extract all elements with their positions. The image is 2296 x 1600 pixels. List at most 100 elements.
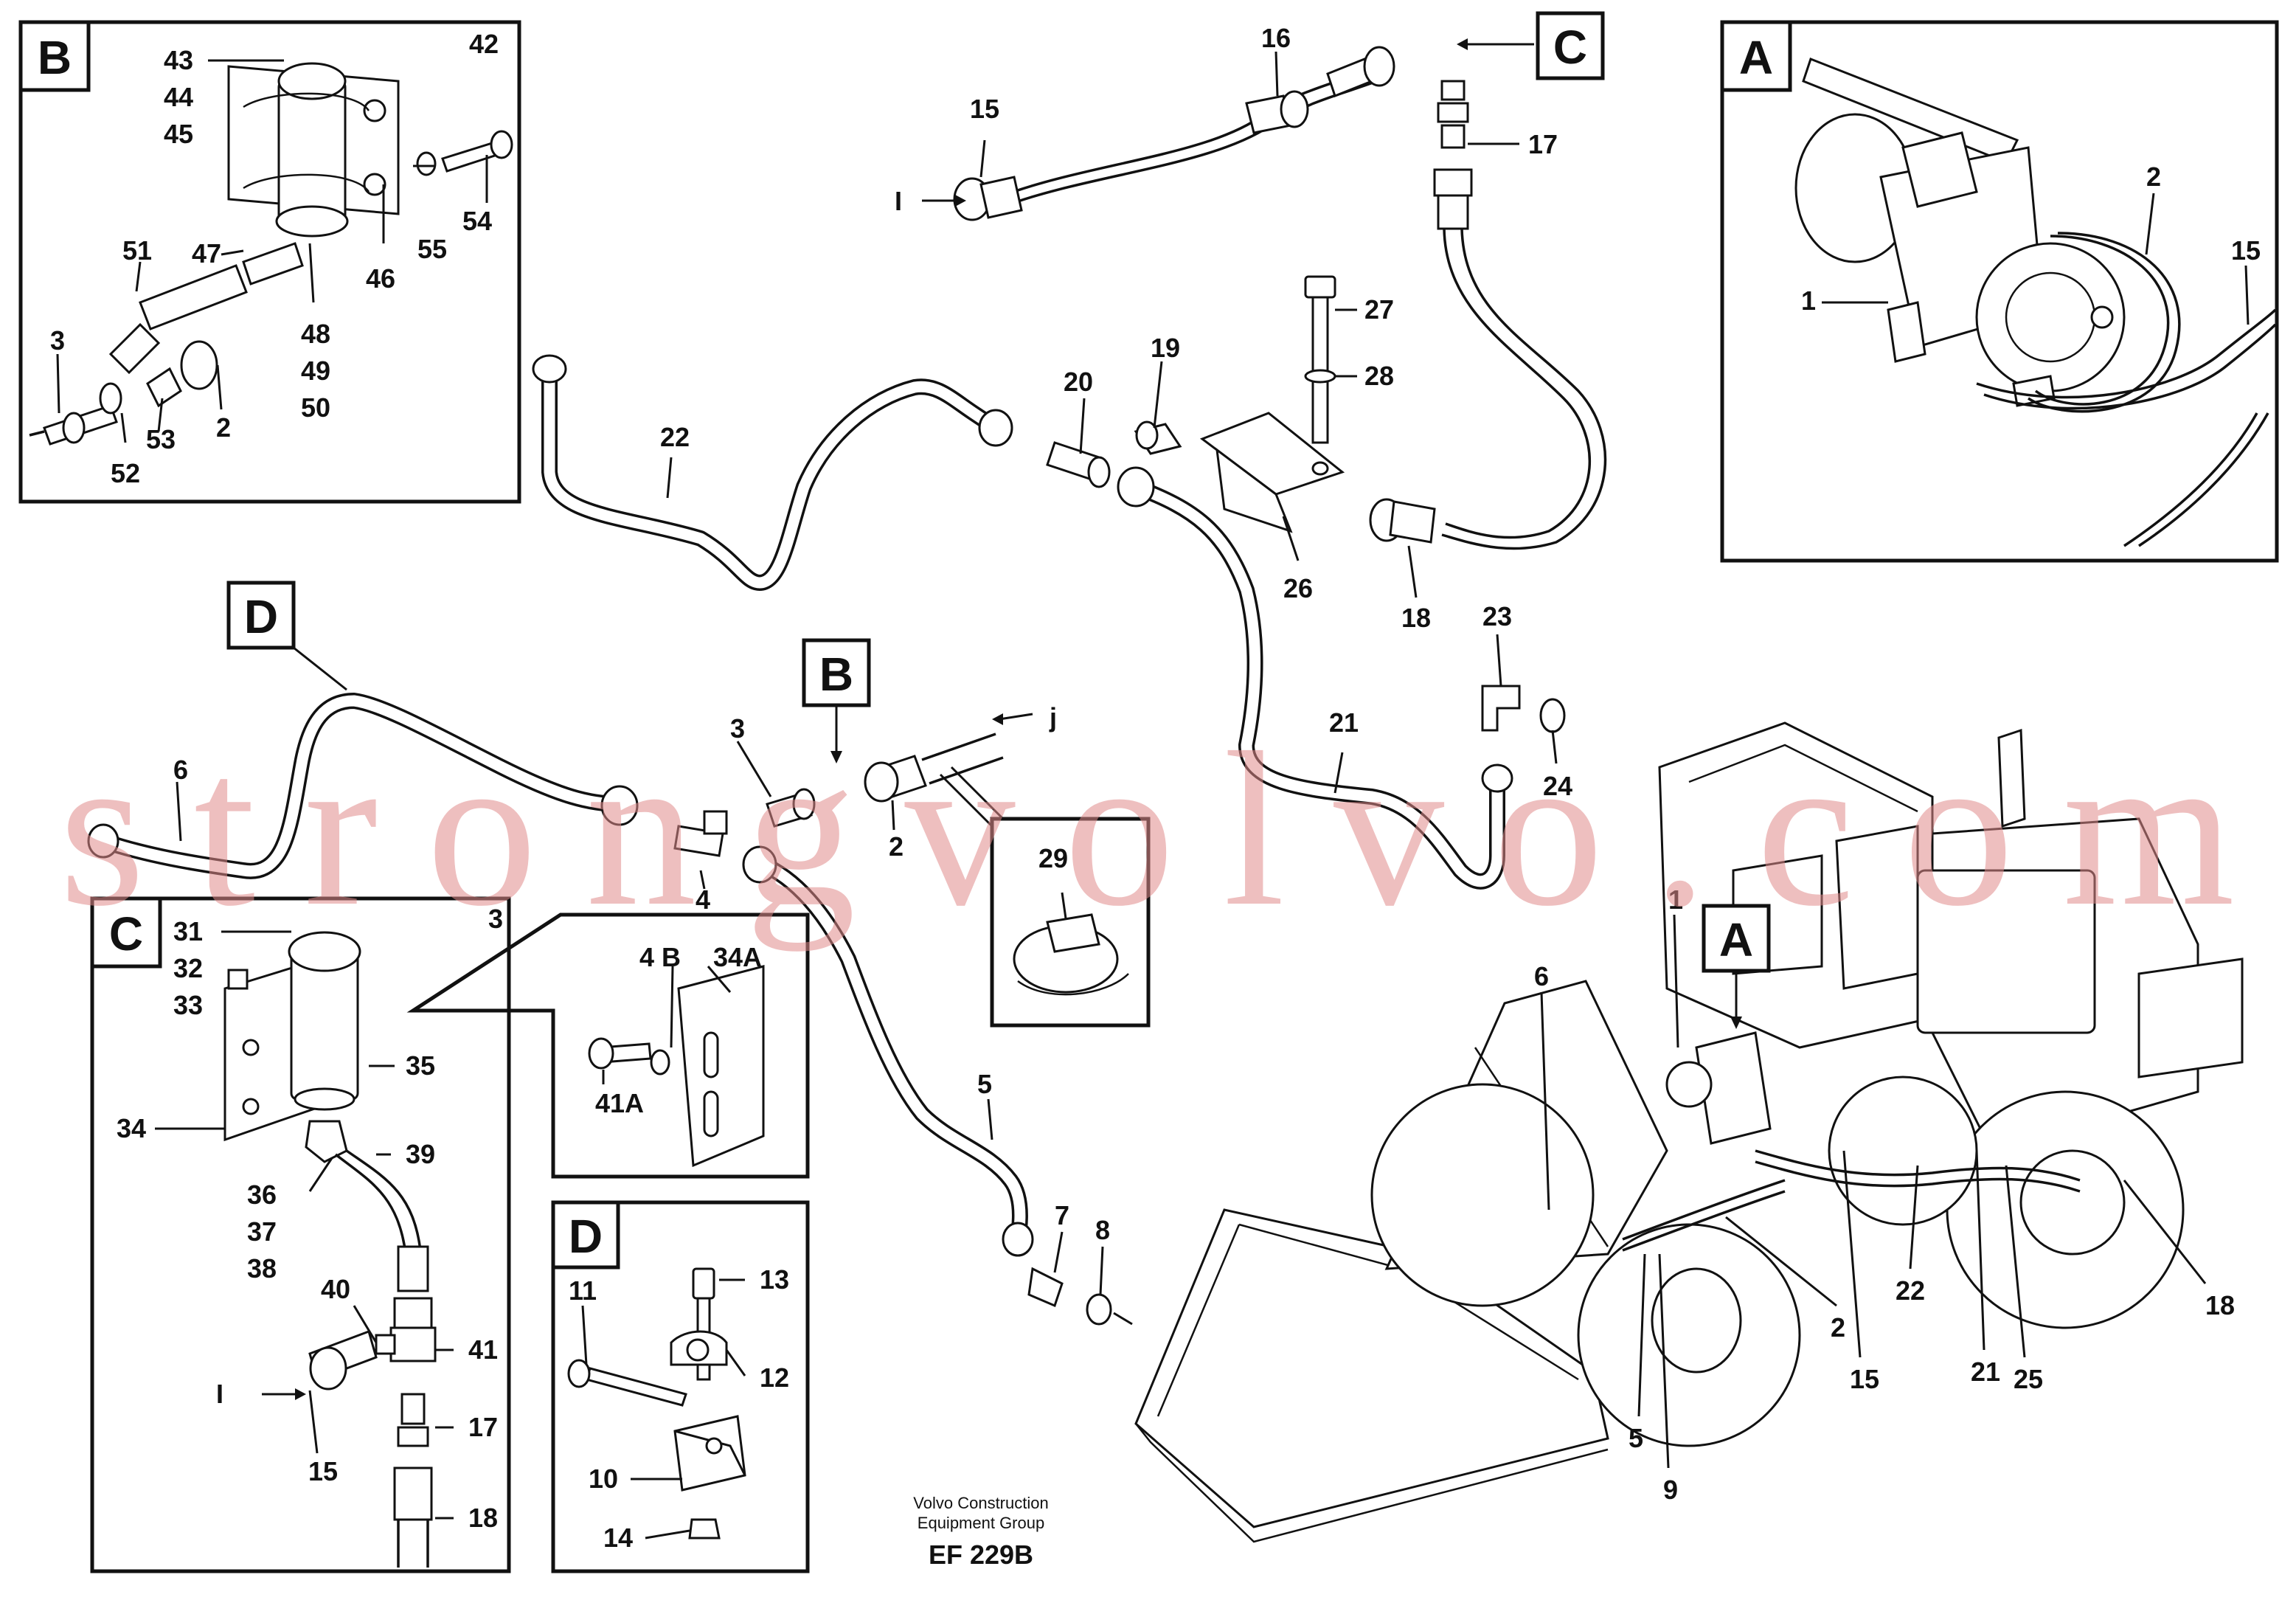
callout-8: 8 [1095, 1215, 1110, 1245]
callout-41a: 41A [595, 1088, 644, 1118]
callout-46: 46 [366, 263, 395, 294]
footer: Volvo Construction Equipment Group EF 22… [913, 1494, 1048, 1570]
callout-37: 37 [247, 1216, 277, 1247]
callout-39: 39 [406, 1139, 435, 1169]
callout-17-top: 17 [1528, 129, 1558, 159]
callout-23: 23 [1482, 601, 1512, 631]
callout-10: 10 [589, 1464, 618, 1494]
callout-15-a: 15 [2231, 235, 2261, 266]
callout-26: 26 [1283, 573, 1313, 603]
callout-50: 50 [301, 392, 330, 423]
arrow-box-c: C [1553, 21, 1587, 74]
callout-54: 54 [462, 206, 492, 236]
callout-36: 36 [247, 1180, 277, 1210]
callout-7: 7 [1055, 1200, 1069, 1230]
detail-c-parts [223, 931, 765, 1568]
arrow-box-d: D [244, 590, 278, 643]
detail-b-callouts: 43 44 45 42 54 55 46 47 48 49 50 51 3 2 … [50, 29, 499, 488]
callout-16: 16 [1261, 23, 1291, 53]
detail-b-parts [29, 62, 513, 446]
callout-6-loader: 6 [1534, 961, 1549, 991]
callout-48: 48 [301, 319, 330, 349]
footer-line-1: Volvo Construction [913, 1494, 1048, 1512]
callout-24: 24 [1543, 771, 1572, 801]
callout-2-b: 2 [216, 412, 231, 443]
middle-left-callouts: 6 3 j 2 4 29 5 7 8 [173, 702, 1110, 1295]
callout-12: 12 [760, 1362, 789, 1393]
callout-I-top: I [895, 186, 902, 216]
callout-3-b: 3 [50, 325, 65, 356]
callout-34: 34 [117, 1113, 146, 1143]
callout-32: 32 [173, 953, 203, 983]
callout-4b: 4 B [639, 942, 681, 972]
detail-d-frame: D [551, 1200, 810, 1573]
middle-left-assembly: D B [87, 581, 1151, 1326]
callout-6-mid: 6 [173, 755, 188, 785]
callout-27: 27 [1364, 294, 1394, 325]
wheel-loader-illustration: A [1134, 721, 2244, 1543]
callout-17-c: 17 [468, 1412, 498, 1442]
callout-33: 33 [173, 990, 203, 1020]
callout-40: 40 [321, 1274, 350, 1304]
callout-4-mid: 4 [696, 884, 710, 915]
callout-5-mid: 5 [977, 1069, 992, 1099]
arrow-box-a: A [1719, 913, 1753, 966]
callout-14: 14 [603, 1523, 633, 1553]
callout-18-loader: 18 [2205, 1290, 2235, 1320]
callout-21-top: 21 [1329, 707, 1359, 738]
callout-19: 19 [1151, 333, 1180, 363]
callout-44: 44 [164, 82, 193, 112]
callout-45: 45 [164, 119, 193, 149]
detail-a-callouts: 1 2 15 [1801, 162, 2261, 325]
callout-2-loader: 2 [1831, 1312, 1845, 1343]
callout-15-loader: 15 [1850, 1364, 1879, 1394]
callout-42: 42 [469, 29, 499, 59]
callout-51: 51 [122, 235, 152, 266]
top-center-assembly: I [532, 11, 1607, 890]
callout-13: 13 [760, 1264, 789, 1295]
callout-I-c: I [216, 1379, 223, 1409]
wheel-loader-callouts: 1 6 5 9 2 15 22 21 25 18 [1534, 884, 2235, 1505]
callout-41: 41 [468, 1334, 498, 1365]
callout-5-loader: 5 [1629, 1423, 1643, 1453]
detail-a-label: A [1739, 31, 1773, 84]
callout-3-mid: 3 [730, 713, 745, 744]
callout-20: 20 [1064, 367, 1093, 397]
callout-1-loader: 1 [1668, 884, 1683, 915]
callout-47: 47 [192, 238, 221, 269]
callout-55: 55 [417, 234, 447, 264]
callout-43: 43 [164, 45, 193, 75]
callout-25: 25 [2014, 1364, 2043, 1394]
callout-52: 52 [111, 458, 140, 488]
callout-2-mid: 2 [889, 831, 904, 862]
arrow-box-b: B [819, 648, 853, 701]
callout-18-c: 18 [468, 1503, 498, 1533]
footer-line-2: Equipment Group [918, 1514, 1044, 1532]
callout-29: 29 [1038, 843, 1068, 873]
detail-d-label: D [569, 1210, 603, 1263]
callout-22-top: 22 [660, 422, 690, 452]
callout-31: 31 [173, 916, 203, 946]
callout-15-top: 15 [970, 94, 999, 124]
callout-28: 28 [1364, 361, 1394, 391]
callout-49: 49 [301, 356, 330, 386]
detail-a-parts [1794, 58, 2277, 547]
detail-c-callouts: 31 32 33 3 35 34 36 37 38 39 40 41 I 17 … [117, 904, 762, 1533]
callout-34a: 34A [713, 942, 762, 972]
callout-53: 53 [146, 424, 176, 454]
callout-21-loader: 21 [1971, 1357, 2000, 1387]
callout-j: j [1049, 702, 1057, 733]
callout-35: 35 [406, 1050, 435, 1081]
callout-15-c: 15 [308, 1456, 338, 1486]
callout-1-a: 1 [1801, 285, 1816, 316]
detail-d-callouts: 13 11 12 10 14 [569, 1264, 789, 1553]
callout-9: 9 [1663, 1475, 1678, 1505]
top-center-callouts: 15 16 17 27 28 20 19 22 26 18 21 23 24 [660, 23, 1572, 801]
callout-2-a: 2 [2146, 162, 2161, 192]
detail-c-label: C [109, 907, 143, 960]
callout-3-c: 3 [488, 904, 503, 934]
footer-code: EF 229B [929, 1540, 1033, 1570]
callout-38: 38 [247, 1253, 277, 1284]
